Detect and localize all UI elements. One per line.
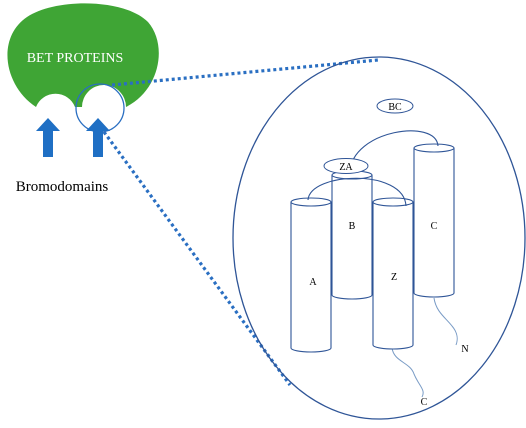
helix-c	[413, 143, 455, 298]
c-terminal-tail	[391, 347, 424, 398]
bet-protein-shape	[7, 3, 159, 107]
n-terminus-label: N	[461, 344, 468, 355]
za-loop	[307, 177, 407, 207]
helix-z	[372, 197, 414, 350]
zoom-line-bottom	[102, 131, 292, 386]
helix-b-label: B	[349, 221, 356, 232]
bc-loop-label: BC	[388, 102, 402, 113]
bc-loop-label-ellipse	[376, 98, 414, 114]
n-terminal-tail	[433, 297, 458, 346]
bromodomain-label: Bromodomains	[16, 179, 109, 195]
helix-b	[331, 170, 373, 300]
helix-z-label: Z	[391, 272, 397, 283]
helix-a-label: A	[309, 277, 317, 288]
helix-a	[290, 197, 332, 353]
za-loop-label-ellipse	[323, 158, 369, 174]
za-loop-label: ZA	[339, 162, 353, 173]
zoom-line-top	[111, 58, 379, 87]
protein-label: BET PROTEINS	[27, 51, 124, 66]
bromodomain-arrow-right	[86, 118, 110, 157]
helix-c-label: C	[431, 221, 438, 232]
bromodomain-zoom-ellipse	[232, 56, 526, 420]
c-terminus-label: C	[421, 397, 428, 408]
bromodomain-arrow-left	[36, 118, 60, 157]
